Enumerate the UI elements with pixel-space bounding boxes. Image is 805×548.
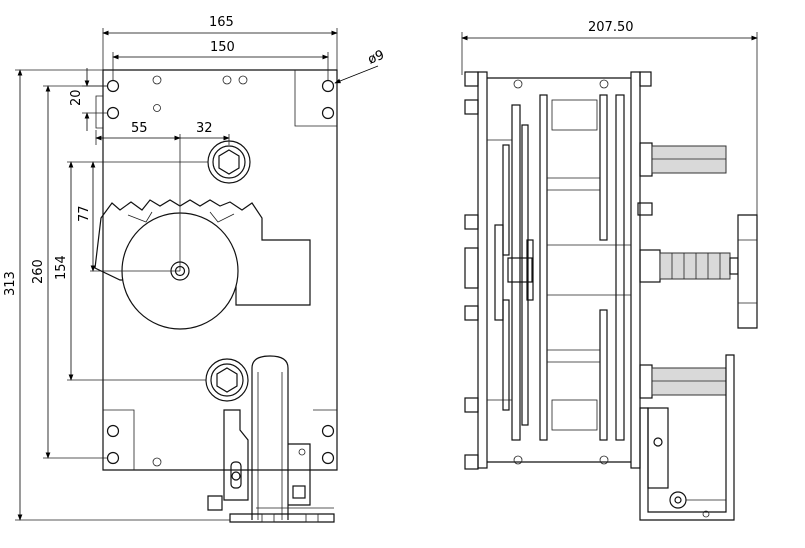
dim-depth: 207.50	[588, 20, 634, 35]
dim-width-outer: 165	[209, 15, 234, 30]
dim-width-holes: 150	[210, 40, 235, 55]
lower-output-shaft	[639, 364, 727, 399]
front-view: 165 150 ø9 20 55 32 313	[3, 15, 387, 523]
dim-height-holes: 260	[31, 259, 46, 284]
handle-shaft	[637, 202, 758, 329]
mounting-holes	[106, 75, 335, 467]
handle-knob	[737, 214, 758, 329]
dim-height-total: 313	[3, 271, 18, 296]
dim-shaft-x: 55	[131, 121, 148, 136]
dim-hole-diameter: ø9	[366, 48, 387, 68]
dim-leader-diameter	[334, 65, 379, 84]
handle-mechanism	[207, 355, 335, 523]
internal-plates	[487, 79, 631, 465]
dim-hole-offset: 20	[69, 89, 84, 106]
side-front-plate	[630, 71, 641, 469]
upper-hex-shaft	[207, 140, 251, 184]
upper-output-shaft	[639, 142, 727, 177]
dim-height-shafts: 154	[54, 255, 69, 280]
dim-shaft-offset: 32	[196, 121, 213, 136]
gear-sector	[94, 199, 311, 306]
side-bracket	[639, 354, 735, 521]
side-view: 207.50	[461, 20, 758, 521]
side-base-plate	[477, 71, 488, 469]
lower-hex-shaft	[205, 358, 249, 402]
front-base-plate	[102, 69, 338, 471]
dim-shaft-y: 77	[77, 205, 92, 222]
